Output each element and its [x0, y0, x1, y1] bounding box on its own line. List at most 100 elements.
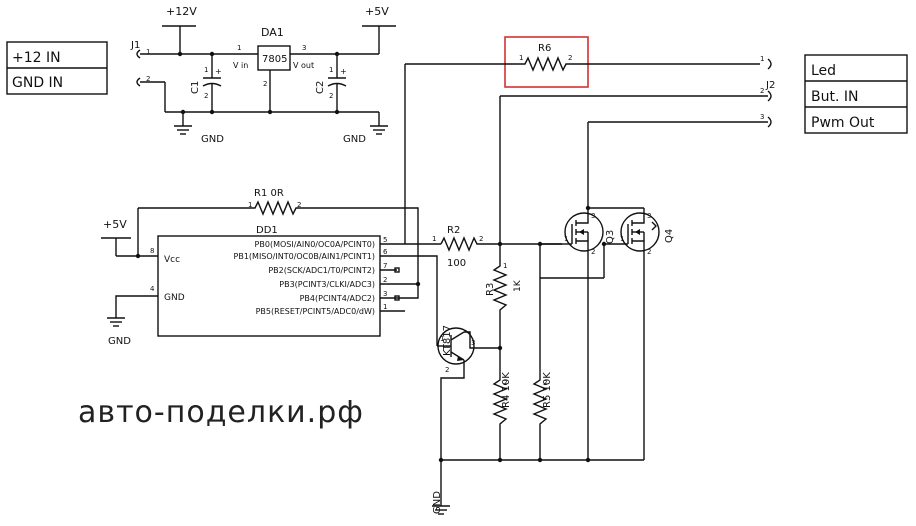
kt817-pin3: 3 — [471, 339, 475, 347]
mosfet-q4: Q4 1 3 2 — [540, 207, 675, 460]
da1-part: 7805 — [262, 54, 287, 65]
r6-highlight-box — [504, 36, 589, 88]
da1-pin1: 1 — [237, 44, 241, 52]
j2-pin3: 3 — [760, 113, 764, 121]
dd1-pin-vcc: 8 — [150, 247, 154, 255]
mcu-wiring — [380, 64, 441, 312]
c2-pin1: 1 — [329, 66, 333, 74]
da1-pin2: 2 — [263, 80, 267, 88]
r3-pin1: 1 — [503, 262, 507, 270]
dd1-vcc: Vcc — [164, 255, 180, 265]
c2-pin2: 2 — [329, 92, 333, 100]
c1-pin1: 1 — [204, 66, 208, 74]
da1-vin: V in — [233, 61, 248, 70]
q4-pin3: 3 — [647, 212, 651, 220]
watermark: авто-поделки.рф — [78, 395, 364, 430]
resistor-r1: R1 0R 1 2 — [137, 188, 419, 299]
r2-pin1: 1 — [432, 235, 436, 243]
mcu-pin-number: 3 — [383, 290, 387, 298]
q3-ref: Q3 — [605, 230, 616, 244]
label-plus12-in: +12 IN — [12, 50, 61, 66]
label-gnd-2: GND — [343, 134, 366, 145]
mcu-pin-number: 6 — [383, 248, 388, 256]
label-plus12v: +12V — [166, 5, 197, 18]
j2-pin1: 1 — [760, 55, 764, 63]
r4-pin2: 2 — [503, 379, 507, 387]
input-connector-box: +12 IN GND IN — [6, 41, 108, 95]
mcu-pin-number: 7 — [383, 262, 387, 270]
resistor-r3: R3 1K 1 — [485, 258, 523, 348]
r5-ref: R5 10K — [542, 372, 553, 408]
transistor-kt817: KT817 3 1 2 — [436, 310, 500, 500]
mcu-pin-label: PB0(MOSI/AIN0/OC0A/PCINT0) — [255, 240, 375, 249]
kt817-ref: KT817 — [442, 325, 453, 356]
kt817-pin2: 2 — [445, 366, 449, 374]
mcu-pin-number: 2 — [383, 276, 387, 284]
mcu-pin-label: PB3(PCINT3/CLKI/ADC3) — [279, 280, 375, 289]
r1-pin1: 1 — [248, 201, 252, 209]
r2-value: 100 — [447, 258, 466, 269]
label-led: Led — [811, 63, 836, 79]
r1-ref: R1 0R — [254, 188, 284, 199]
mcu-pin-number: 5 — [383, 236, 387, 244]
label-gnd-3: GND — [108, 336, 131, 347]
label-gnd-4: GND — [432, 491, 443, 514]
c1-pin2: 2 — [204, 92, 208, 100]
q3-pin3: 3 — [591, 212, 595, 220]
r6-ref: R6 — [538, 43, 551, 54]
mosfet-q3: Q3 3 1 2 — [562, 122, 616, 460]
j1-pin2: 2 — [146, 75, 150, 83]
r3-value: 1K — [513, 279, 523, 292]
label-pwm-out: Pwm Out — [811, 115, 875, 131]
resistor-r6: R6 1 2 — [405, 36, 760, 88]
mcu-pin-label: PB4(PCINT4/ADC2) — [300, 294, 375, 303]
regulator-da1: DA1 7805 V in V out 1 3 2 — [232, 26, 337, 112]
label-plus5v-top: +5V — [365, 5, 389, 18]
dd1-pin-gnd: 4 — [150, 285, 155, 293]
r4-ref: R4 10K — [501, 372, 512, 408]
label-plus5v-left: +5V — [103, 218, 127, 231]
mcu-pin-list: PB0(MOSI/AIN0/OC0A/PCINT0) 5PB1(MISO/INT0… — [234, 236, 388, 316]
r3-ref: R3 — [485, 283, 496, 296]
power-plus12v: +12V — [162, 5, 197, 54]
da1-pin3: 3 — [302, 44, 306, 52]
mcu-pin-label: PB5(RESET/PCINT5/ADC0/dW) — [256, 307, 375, 316]
c2-plus: + — [340, 67, 347, 76]
r5-pin2: 2 — [543, 379, 547, 387]
ground-left: GND — [107, 295, 158, 347]
label-but-in: But. IN — [811, 89, 858, 105]
label-gnd-in: GND IN — [12, 75, 63, 91]
j2-ref: J2 — [765, 80, 775, 91]
c2-ref: C2 — [315, 81, 326, 94]
junction-dots — [135, 51, 607, 463]
r2-pin2: 2 — [479, 235, 483, 243]
connector-j2: J2 1 2 3 — [500, 55, 775, 128]
da1-ref: DA1 — [261, 26, 284, 39]
r6-pin1: 1 — [519, 54, 523, 62]
resistor-r4: R4 10K 2 — [492, 348, 512, 460]
power-plus5v-top: +5V — [337, 5, 396, 55]
c1-plus: + — [215, 67, 222, 76]
q3-pin2: 2 — [591, 248, 595, 256]
q4-pin2: 2 — [647, 248, 651, 256]
resistor-r2: R2 100 1 2 — [432, 225, 562, 269]
j1-pin1: 1 — [146, 48, 150, 56]
j1-ref: J1 — [130, 40, 140, 51]
mcu-pin-label: PB1(MISO/INT0/OC0B/AIN1/PCINT1) — [234, 252, 375, 261]
q4-ref: Q4 — [664, 229, 675, 243]
kt817-pin1: 1 — [440, 335, 444, 343]
q4-pin1: 1 — [620, 235, 624, 243]
dd1-ref: DD1 — [256, 225, 278, 236]
connector-j1: J1 1 2 — [130, 40, 232, 87]
q3-pin1: 1 — [564, 235, 568, 243]
capacitor-c2: C2 + 1 2 — [315, 54, 347, 112]
output-connector-box: Led But. IN Pwm Out — [804, 54, 908, 134]
r6-pin2: 2 — [568, 54, 572, 62]
mcu-pin-number: 1 — [383, 303, 387, 311]
r2-ref: R2 — [447, 225, 460, 236]
dd1-gnd: GND — [164, 293, 185, 303]
resistor-r5: R5 10K 2 — [532, 244, 553, 460]
label-gnd-1: GND — [201, 134, 224, 145]
j2-pin2: 2 — [760, 87, 764, 95]
